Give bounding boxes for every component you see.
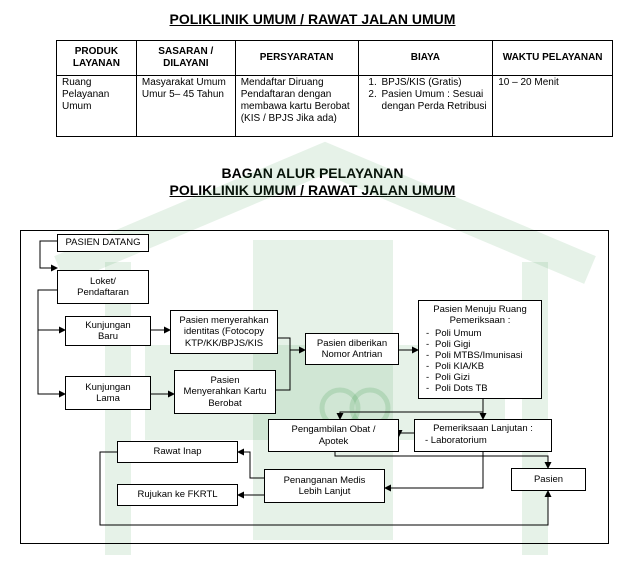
table-row: Ruang Pelayanan Umum Masyarakat Umum Umu…: [56, 75, 613, 137]
node-pengambilan-obat: Pengambilan Obat / Apotek: [268, 419, 399, 452]
header-produk: PRODUK LAYANAN: [56, 40, 137, 76]
header-biaya: BIAYA: [357, 40, 494, 76]
node-penanganan-medis: Penanganan Medis Lebih Lanjut: [264, 469, 385, 503]
cell-sasaran: Masyarakat Umum Umur 5– 45 Tahun: [135, 75, 236, 137]
arrow-lanjut-to-penanganan: [384, 452, 484, 492]
lanjut-header: Pemeriksaan Lanjutan :: [433, 423, 533, 434]
arrow-lanjut-to-obat: [395, 430, 414, 437]
list-item: Poli MTBS/Imunisasi: [435, 350, 537, 361]
arrow-identitas-to-antrian: [278, 337, 306, 354]
cell-biaya: BPJS/KIS (Gratis) Pasien Umum : Sesuai d…: [357, 75, 494, 137]
node-pemeriksaan-lanjutan: Pemeriksaan Lanjutan : - Laboratorium: [414, 419, 552, 452]
page-title: POLIKLINIK UMUM / RAWAT JALAN UMUM: [169, 11, 456, 27]
arrow-datang-to-loket: [39, 240, 58, 272]
arrow-kartu-to-antrian: [276, 350, 291, 391]
biaya-item: BPJS/KIS (Gratis): [380, 77, 488, 89]
flow-title: BAGAN ALUR PELAYANAN: [221, 165, 404, 181]
cell-persyaratan: Mendaftar Diruang Pendaftaran dengan mem…: [234, 75, 359, 137]
node-kunjungan-baru: Kunjungan Baru: [65, 316, 151, 346]
watermark-roof: [54, 141, 596, 284]
node-pasien-pulang: Pasien: [511, 468, 586, 491]
arrow-penanganan-to-rawat-inap: [237, 448, 264, 479]
list-item: Poli Dots TB: [435, 383, 537, 394]
node-nomor-antrian: Pasien diberikan Nomor Antrian: [305, 333, 399, 365]
flow-subtitle: POLIKLINIK UMUM / RAWAT JALAN UMUM: [169, 182, 456, 198]
node-pasien-datang: PASIEN DATANG: [57, 234, 149, 252]
cell-waktu: 10 – 20 Menit: [492, 75, 613, 137]
node-serah-identitas: Pasien menyerahkan identitas (Fotocopy K…: [170, 310, 278, 354]
node-kunjungan-lama: Kunjungan Lama: [65, 376, 151, 410]
arrow-loket-to-lama: [37, 330, 66, 398]
header-sasaran: SASARAN / DILAYANI: [135, 40, 236, 76]
list-item: Poli KIA/KB: [435, 361, 537, 372]
node-rawat-inap: Rawat Inap: [117, 441, 238, 463]
arrow-loket-to-baru: [37, 289, 66, 334]
arrow-obat-to-pulang: [334, 452, 552, 469]
list-item: Poli Gigi: [435, 339, 537, 350]
poli-list: Poli Umum Poli Gigi Poli MTBS/Imunisasi …: [423, 328, 537, 394]
arrow-ruang-to-obat: [336, 399, 484, 420]
node-rujukan-fkrtl: Rujukan ke FKRTL: [117, 484, 238, 506]
list-item: Poli Gizi: [435, 372, 537, 383]
cell-produk: Ruang Pelayanan Umum: [56, 75, 137, 137]
node-loket-pendaftaran: Loket/ Pendaftaran: [57, 270, 149, 304]
arrow-rawat-inap-to-pulang: [99, 451, 552, 526]
ruang-header: Pasien Menuju Ruang Pemeriksaan :: [433, 304, 527, 326]
list-item: Poli Umum: [435, 328, 537, 339]
node-serah-kartu: Pasien Menyerahkan Kartu Berobat: [174, 370, 276, 414]
service-info-table: PRODUK LAYANAN SASARAN / DILAYANI PERSYA…: [56, 40, 613, 137]
flowchart-frame: [20, 230, 609, 544]
node-ruang-pemeriksaan: Pasien Menuju Ruang Pemeriksaan : Poli U…: [418, 300, 542, 399]
biaya-item: Pasien Umum : Sesuai dengan Perda Retrib…: [380, 89, 488, 113]
lanjut-item: - Laboratorium: [425, 434, 487, 446]
